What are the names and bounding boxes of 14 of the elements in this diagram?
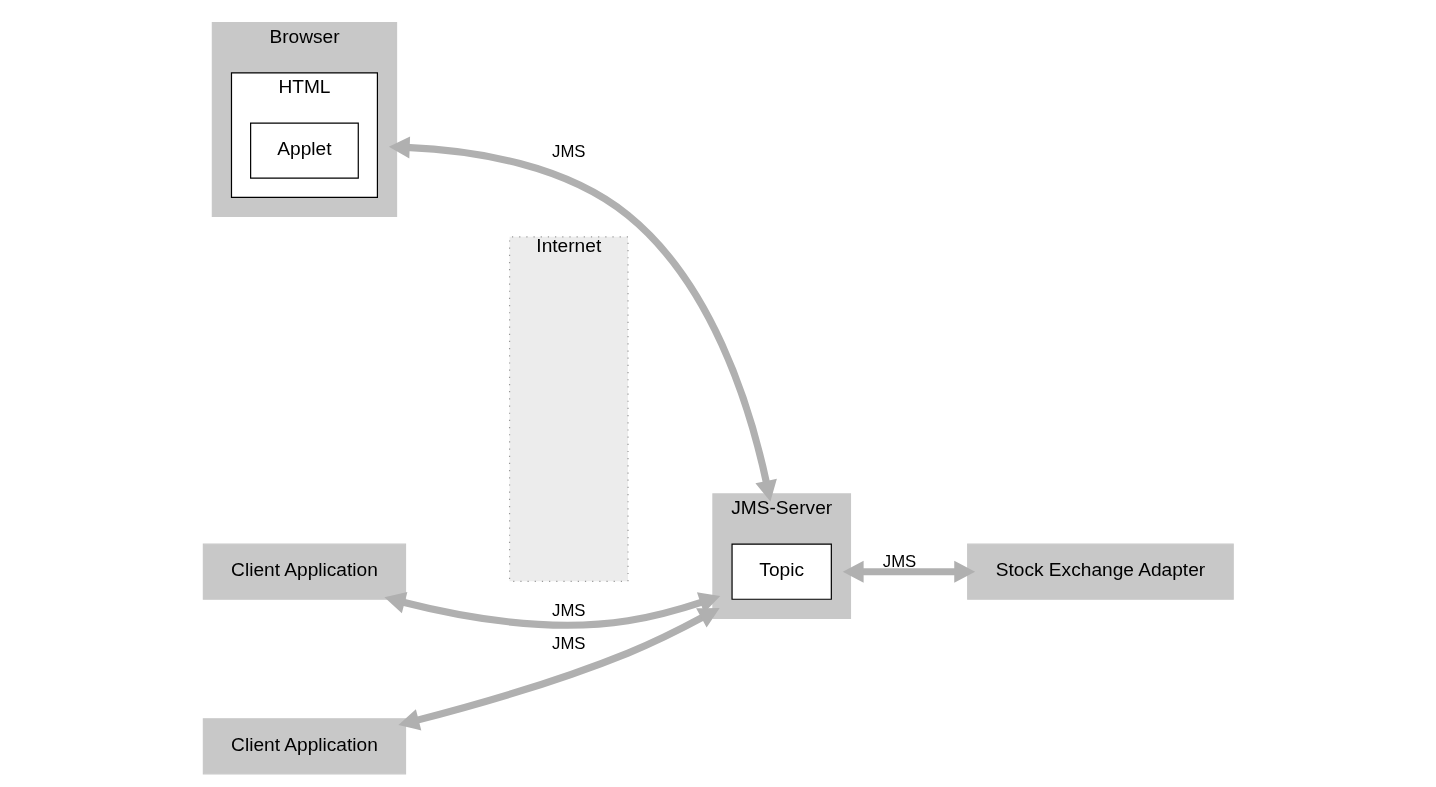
edge-label: JMS: [552, 141, 586, 161]
edge-label: JMS: [552, 601, 586, 621]
node-box: Stock Exchange Adapter: [967, 543, 1234, 600]
edge-label: JMS: [552, 633, 586, 653]
node-box: Internet: [508, 236, 629, 582]
edge-label: JMS: [882, 552, 917, 572]
node-box: Client Application: [202, 718, 407, 775]
arrow: [388, 136, 777, 502]
arrow: [398, 607, 720, 731]
node-box: Topic: [731, 543, 832, 600]
arrow: [384, 591, 721, 629]
node-box: Applet: [250, 122, 359, 179]
node-box: Client Application: [202, 543, 407, 600]
arrow: [842, 560, 976, 583]
